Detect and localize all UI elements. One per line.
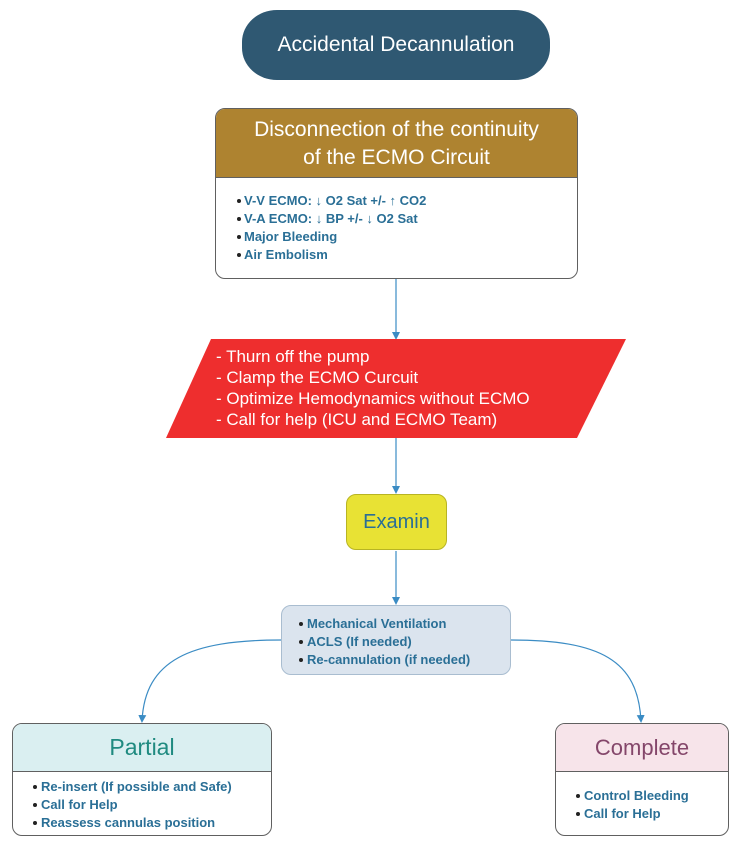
actions-parallelogram [166, 339, 626, 438]
title-terminator: Accidental Decannulation [242, 10, 550, 80]
partial-list: Re-insert (If possible and Safe) Call fo… [13, 772, 271, 832]
complete-item: Call for Help [576, 805, 728, 823]
disconnection-box: Disconnection of the continuity of the E… [215, 108, 578, 279]
partial-header: Partial [13, 724, 271, 772]
actions-list: - Thurn off the pump - Clamp the ECMO Cu… [216, 346, 586, 430]
measures-item: ACLS (If needed) [299, 633, 510, 651]
examin-node: Examin [346, 494, 447, 550]
complete-title: Complete [594, 734, 690, 760]
action-item: - Call for help (ICU and ECMO Team) [216, 410, 498, 429]
complete-list: Control Bleeding Call for Help [556, 772, 728, 823]
disconnection-header-line-1: Disconnection of the continuity [254, 118, 539, 141]
partial-title: Partial [109, 734, 175, 760]
disconnection-item: Major Bleeding [237, 228, 577, 246]
disconnection-item: V-V ECMO: ↓ O2 Sat +/- ↑ CO2 [237, 192, 577, 210]
arrow-measures-to-partial [138, 639, 282, 723]
disconnection-list: V-V ECMO: ↓ O2 Sat +/- ↑ CO2 V-A ECMO: ↓… [216, 178, 577, 264]
measures-list: Mechanical Ventilation ACLS (If needed) … [282, 606, 510, 669]
disconnection-item: Air Embolism [237, 246, 577, 264]
measures-item: Mechanical Ventilation [299, 615, 510, 633]
complete-header: Complete [556, 724, 728, 772]
partial-box: Partial Re-insert (If possible and Safe)… [12, 723, 272, 836]
disconnection-header: Disconnection of the continuity of the E… [216, 109, 577, 178]
action-item: - Thurn off the pump [216, 347, 370, 366]
arrow-measures-to-complete [510, 639, 645, 723]
partial-item: Call for Help [33, 796, 271, 814]
title-label: Accidental Decannulation [277, 33, 515, 56]
partial-item: Reassess cannulas position [33, 814, 271, 832]
measures-item: Re-cannulation (if needed) [299, 651, 510, 669]
examin-label: Examin [363, 510, 430, 533]
action-item: - Optimize Hemodynamics without ECMO [216, 389, 530, 408]
partial-item: Re-insert (If possible and Safe) [33, 778, 271, 796]
complete-item: Control Bleeding [576, 787, 728, 805]
disconnection-item: V-A ECMO: ↓ BP +/- ↓ O2 Sat [237, 210, 577, 228]
complete-box: Complete Control Bleeding Call for Help [555, 723, 729, 836]
action-item: - Clamp the ECMO Curcuit [216, 368, 419, 387]
measures-box: Mechanical Ventilation ACLS (If needed) … [281, 605, 511, 675]
disconnection-header-line-2: of the ECMO Circuit [303, 146, 490, 169]
